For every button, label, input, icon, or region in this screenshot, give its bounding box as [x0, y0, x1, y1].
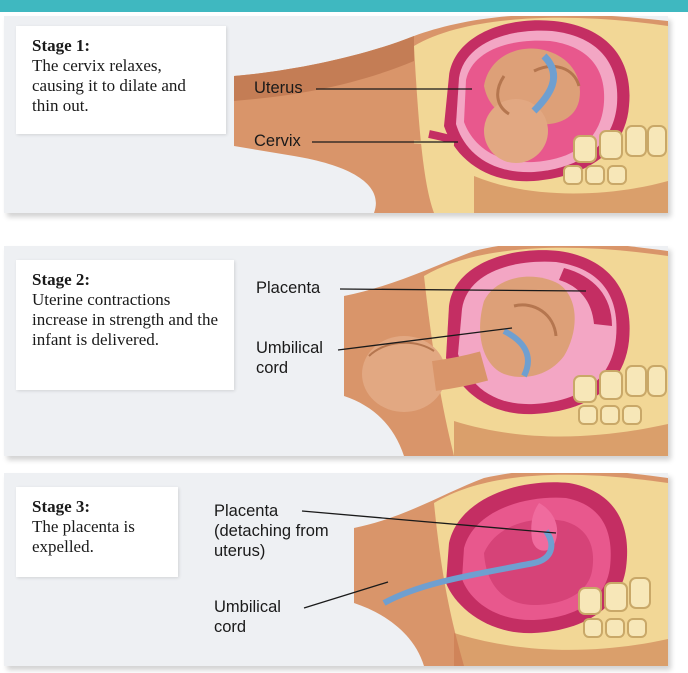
stage-2-panel: Stage 2: Uterine contractions increase i… — [4, 246, 668, 456]
stage-1-description: The cervix relaxes, causing it to dilate… — [32, 56, 214, 116]
stage-2-description: Uterine contractions increase in strengt… — [32, 290, 222, 350]
stage-1-caption: Stage 1: The cervix relaxes, causing it … — [16, 26, 226, 134]
label-uterus: Uterus — [254, 78, 303, 98]
label-placenta: Placenta — [256, 278, 320, 298]
stage-1-panel: Stage 1: The cervix relaxes, causing it … — [4, 16, 668, 213]
stage-3-description: The placenta is expelled. — [32, 517, 166, 557]
stage-2-title: Stage 2: — [32, 270, 222, 290]
top-accent-bar — [0, 0, 688, 12]
label-umbilical-cord: Umbilical cord — [256, 338, 348, 378]
label-umbilical-cord-3: Umbilical cord — [214, 597, 306, 637]
stage-1-title: Stage 1: — [32, 36, 214, 56]
stage-2-caption: Stage 2: Uterine contractions increase i… — [16, 260, 234, 390]
stage-3-caption: Stage 3: The placenta is expelled. — [16, 487, 178, 577]
stage-3-panel: Stage 3: The placenta is expelled. Place… — [4, 473, 668, 666]
stage-1-illustration — [234, 16, 668, 213]
label-placenta-detaching: Placenta (detaching from uterus) — [214, 501, 332, 561]
stage-3-title: Stage 3: — [32, 497, 166, 517]
label-cervix: Cervix — [254, 131, 301, 151]
